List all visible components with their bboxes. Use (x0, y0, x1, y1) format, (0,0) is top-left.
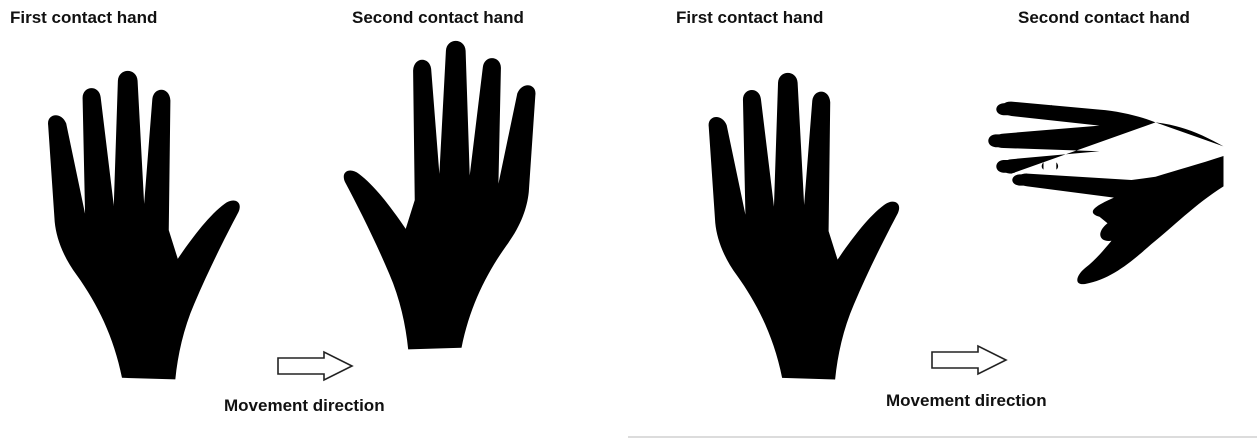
first-contact-hand-illustration (20, 66, 265, 386)
first-contact-hand-illustration (680, 68, 925, 386)
left-panel: First contact hand Second contact hand M… (0, 0, 620, 439)
second-contact-hand-label: Second contact hand (1018, 8, 1190, 28)
movement-arrow-icon (930, 344, 1010, 376)
second-contact-hand-illustration (950, 52, 1257, 292)
first-contact-hand-label: First contact hand (10, 8, 157, 28)
movement-direction-label: Movement direction (224, 396, 385, 416)
bottom-divider (628, 436, 1257, 438)
second-contact-hand-illustration (316, 36, 566, 356)
right-panel: First contact hand Second contact hand M… (628, 0, 1257, 439)
movement-arrow-icon (276, 350, 356, 382)
first-contact-hand-label: First contact hand (676, 8, 823, 28)
movement-direction-label: Movement direction (886, 391, 1047, 411)
second-contact-hand-label: Second contact hand (352, 8, 524, 28)
